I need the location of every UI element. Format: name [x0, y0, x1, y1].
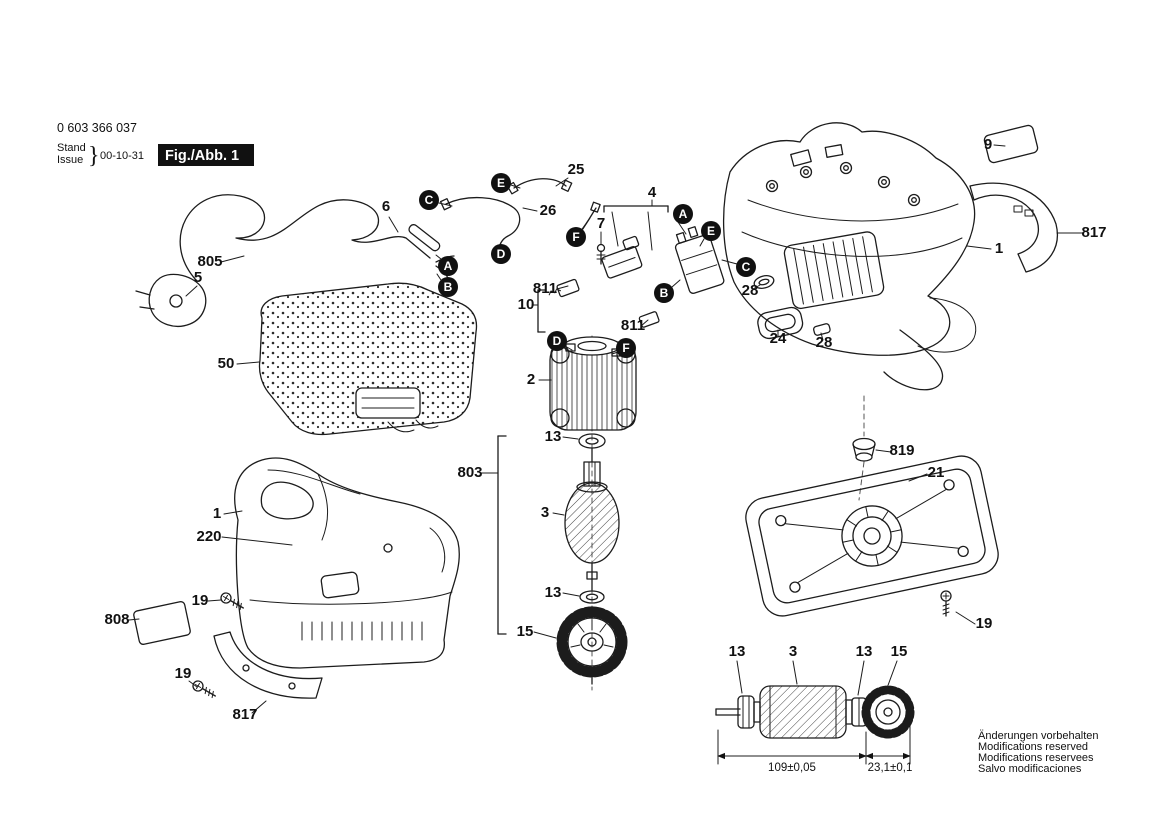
part-number: 0 603 366 037: [57, 121, 137, 135]
callout-817-left: 817: [232, 706, 257, 723]
callout-808: 808: [104, 611, 129, 628]
svg-text:B: B: [444, 280, 453, 294]
callout-25: 25: [568, 161, 585, 178]
connector-block: [674, 226, 725, 294]
callout-6: 6: [382, 198, 390, 215]
gaskets: [753, 275, 831, 340]
marker-E-left: E: [491, 173, 511, 193]
callout-1-right: 1: [995, 240, 1003, 257]
callout-9: 9: [984, 136, 992, 153]
grommet-819: [852, 395, 876, 501]
base-plate-21: [745, 455, 999, 617]
svg-text:B: B: [660, 286, 669, 300]
callout-21: 21: [928, 464, 945, 481]
header-block: 0 603 366 037 Stand Issue } 00-10-31 Fig…: [57, 121, 254, 169]
svg-text:C: C: [742, 260, 751, 274]
stand-label: Stand: [57, 142, 86, 154]
footer-line-es: Salvo modificaciones: [978, 763, 1082, 775]
callout-50: 50: [218, 355, 235, 372]
callout-4: 4: [648, 184, 657, 201]
callout-220: 220: [196, 528, 221, 545]
dimension-lines: [717, 725, 911, 765]
marker-C-right: C: [736, 257, 756, 277]
callout-805: 805: [197, 253, 222, 270]
issue-label: Issue: [57, 154, 83, 166]
callout-5: 5: [194, 269, 202, 286]
figure-label-box: [158, 144, 254, 166]
power-cord-assembly: [135, 194, 455, 327]
callout-819: 819: [889, 442, 914, 459]
svg-text:C: C: [425, 193, 434, 207]
callout-19-top: 19: [192, 592, 209, 609]
callout-28-right: 28: [816, 334, 833, 351]
callout-7: 7: [597, 215, 605, 232]
screw-19-bottom: [192, 680, 216, 699]
screw-19-base: [940, 590, 952, 617]
svg-text:F: F: [572, 230, 579, 244]
marker-F-left: F: [566, 227, 586, 247]
callout-19-base: 19: [976, 615, 993, 632]
callout-13-lower: 13: [545, 584, 562, 601]
dimension-rotor-length: 109±0,05: [768, 762, 816, 774]
callout-19-bottom: 19: [175, 665, 192, 682]
callout-10: 10: [518, 296, 535, 313]
main-housing-left: [234, 457, 460, 669]
callout-811-right: 811: [621, 317, 645, 334]
motor-stack: [497, 335, 637, 691]
callout-1-left: 1: [213, 505, 221, 522]
callout-817-right: 817: [1081, 224, 1106, 241]
svg-text:E: E: [497, 176, 505, 190]
leader-lines: [128, 144, 1084, 714]
callout-labels: 805 5 6 25 26 4 7 811 10 811 2 13 803 3 …: [104, 136, 1106, 723]
upper-housing-right: [722, 122, 977, 391]
callout-26: 26: [540, 202, 557, 219]
footer-line-de: Änderungen vorbehalten: [978, 730, 1098, 742]
callout-13-rotor-left: 13: [729, 643, 746, 660]
callout-2: 2: [527, 371, 535, 388]
marker-A-left: A: [438, 256, 458, 276]
callout-24: 24: [770, 330, 787, 347]
callout-13-rotor-right: 13: [856, 643, 873, 660]
callout-3: 3: [541, 504, 549, 521]
screw-19-top: [220, 592, 244, 611]
callout-3-rotor: 3: [789, 643, 797, 660]
svg-text:A: A: [444, 259, 453, 273]
stand-issue-brace: }: [88, 143, 100, 169]
svg-text:F: F: [622, 341, 629, 355]
figure-label: Fig./Abb. 1: [165, 148, 239, 164]
trim-band-817-right: [969, 182, 1058, 273]
callout-15-rotor: 15: [891, 643, 908, 660]
callout-13-upper: 13: [545, 428, 562, 445]
dimension-pinion-length: 23,1±0,1: [868, 762, 913, 774]
trim-band-817-left: [213, 631, 323, 699]
footer-line-en: Modifications reserved: [978, 741, 1088, 753]
connection-markers: C E F D A B A E C B D F: [419, 173, 756, 358]
svg-text:E: E: [707, 224, 715, 238]
footer-line-fr: Modifications reservees: [978, 752, 1094, 764]
diagram-line-art: [128, 122, 1084, 765]
marker-E-right: E: [701, 221, 721, 241]
switch-assembly: [537, 205, 725, 333]
svg-text:D: D: [497, 247, 506, 261]
top-cover-50: [258, 282, 478, 436]
svg-text:D: D: [553, 334, 562, 348]
callout-15: 15: [517, 623, 534, 640]
marker-A-right: A: [673, 204, 693, 224]
nameplate-9: [983, 124, 1039, 164]
label-plate-808: [133, 601, 191, 645]
svg-text:A: A: [679, 207, 688, 221]
marker-F-right: F: [616, 338, 636, 358]
marker-B-right: B: [654, 283, 674, 303]
marker-D-left: D: [491, 244, 511, 264]
callout-811-left: 811: [533, 280, 557, 297]
marker-B-left: B: [438, 277, 458, 297]
callout-28-left: 28: [742, 282, 759, 299]
issue-date: 00-10-31: [100, 150, 144, 162]
marker-D-right: D: [547, 331, 567, 351]
callout-803: 803: [457, 464, 482, 481]
rotor-detail: [715, 685, 915, 739]
footer-notes: Änderungen vorbehalten Modifications res…: [978, 730, 1098, 775]
marker-C-left: C: [419, 190, 439, 210]
